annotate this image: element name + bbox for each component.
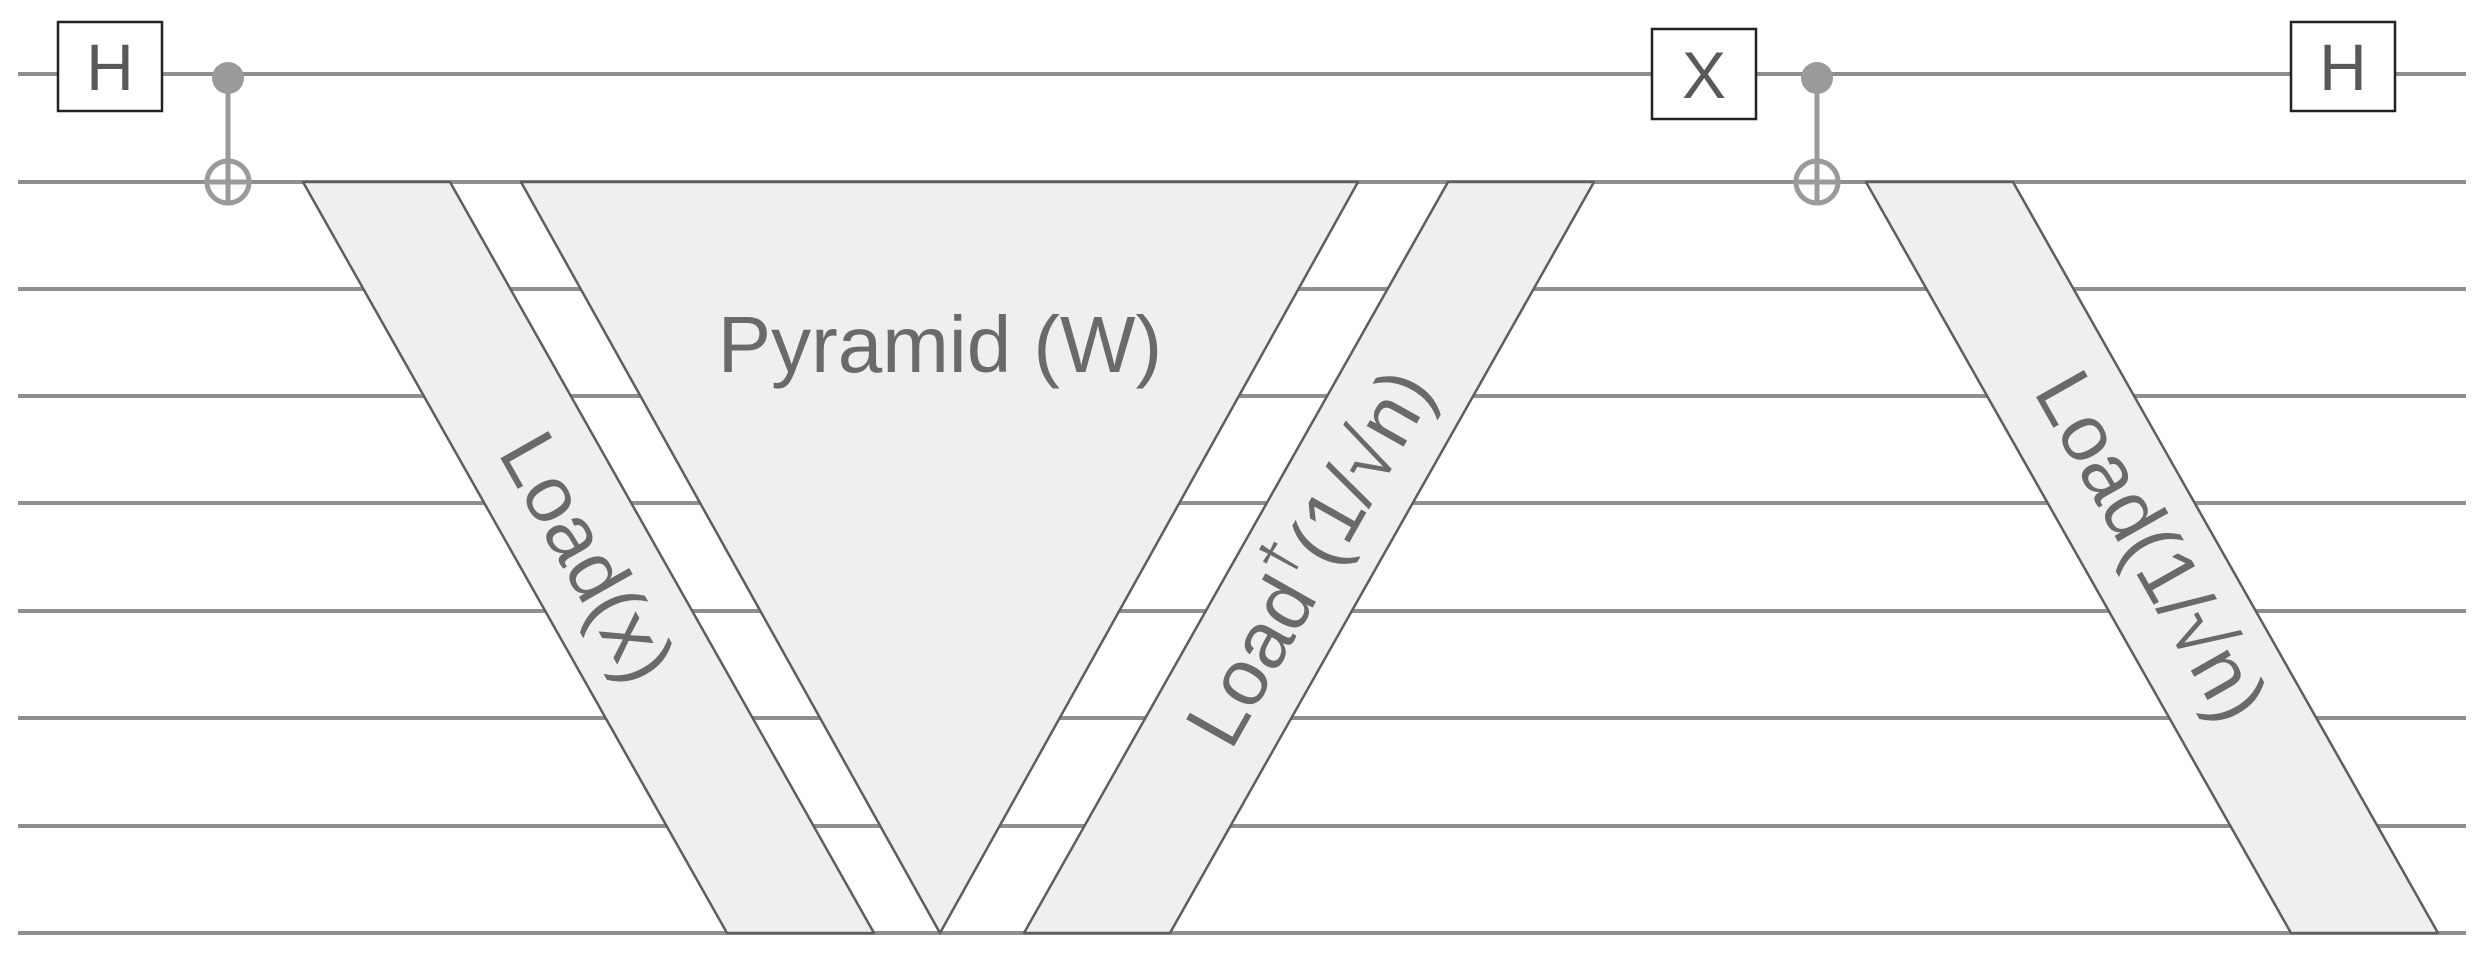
cnot-gate-1: [204, 62, 252, 206]
x-gate-label: X: [1682, 38, 1726, 112]
load-dagger-block: Load†(1/√n): [1022, 180, 1596, 935]
h-gate-left: H: [56, 20, 164, 113]
h-gate-left-label: H: [86, 30, 134, 104]
pyramid-label: Pyramid (W): [718, 300, 1162, 389]
cnot-gate-2: [1793, 62, 1841, 206]
control-dot-icon: [1801, 62, 1833, 94]
x-gate: X: [1650, 27, 1758, 121]
control-dot-icon: [212, 62, 244, 94]
h-gate-right-label: H: [2319, 30, 2367, 104]
load-inv-sqrt-n-block: Load(1/√n): [1864, 180, 2440, 935]
h-gate-right: H: [2289, 20, 2397, 113]
pyramid-block: Pyramid (W): [519, 180, 1360, 935]
